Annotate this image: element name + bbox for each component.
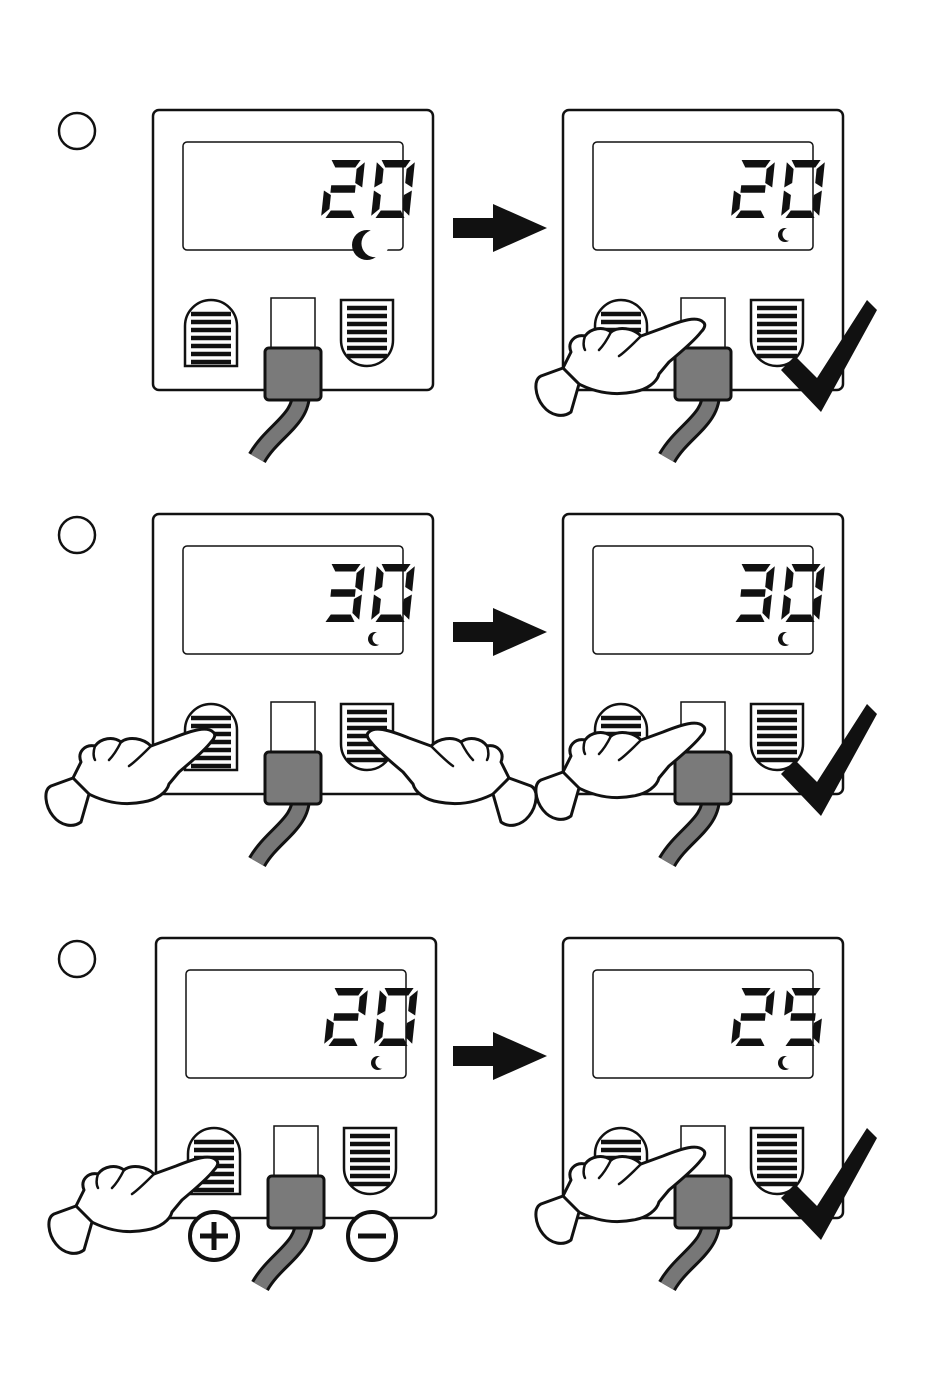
minus-icon: [348, 1212, 396, 1260]
plug: [675, 348, 731, 400]
thermostat-before: [153, 110, 433, 458]
minus-button: [751, 300, 803, 366]
step-circle-icon: [59, 517, 95, 553]
plus-icon: [190, 1212, 238, 1260]
plug: [268, 1176, 324, 1228]
plug: [265, 752, 321, 804]
thermostat-before: [49, 938, 436, 1286]
arrow-right-icon: [453, 204, 547, 252]
center-button: [274, 1126, 318, 1178]
step-circle-icon: [59, 113, 95, 149]
thermostat-before: [46, 514, 536, 862]
thermostat-after: [536, 514, 877, 862]
plus-button: [185, 300, 237, 366]
minus-button: [344, 1128, 396, 1194]
step-circle-icon: [59, 941, 95, 977]
minus-button: [751, 704, 803, 770]
thermostat-after: [536, 938, 877, 1286]
minus-button: [751, 1128, 803, 1194]
center-button: [271, 298, 315, 350]
center-button: [271, 702, 315, 754]
arrow-right-icon: [453, 1032, 547, 1080]
thermostat-after: [536, 110, 877, 458]
plug: [675, 1176, 731, 1228]
minus-button: [341, 300, 393, 366]
arrow-right-icon: [453, 608, 547, 656]
plug: [675, 752, 731, 804]
plug: [265, 348, 321, 400]
